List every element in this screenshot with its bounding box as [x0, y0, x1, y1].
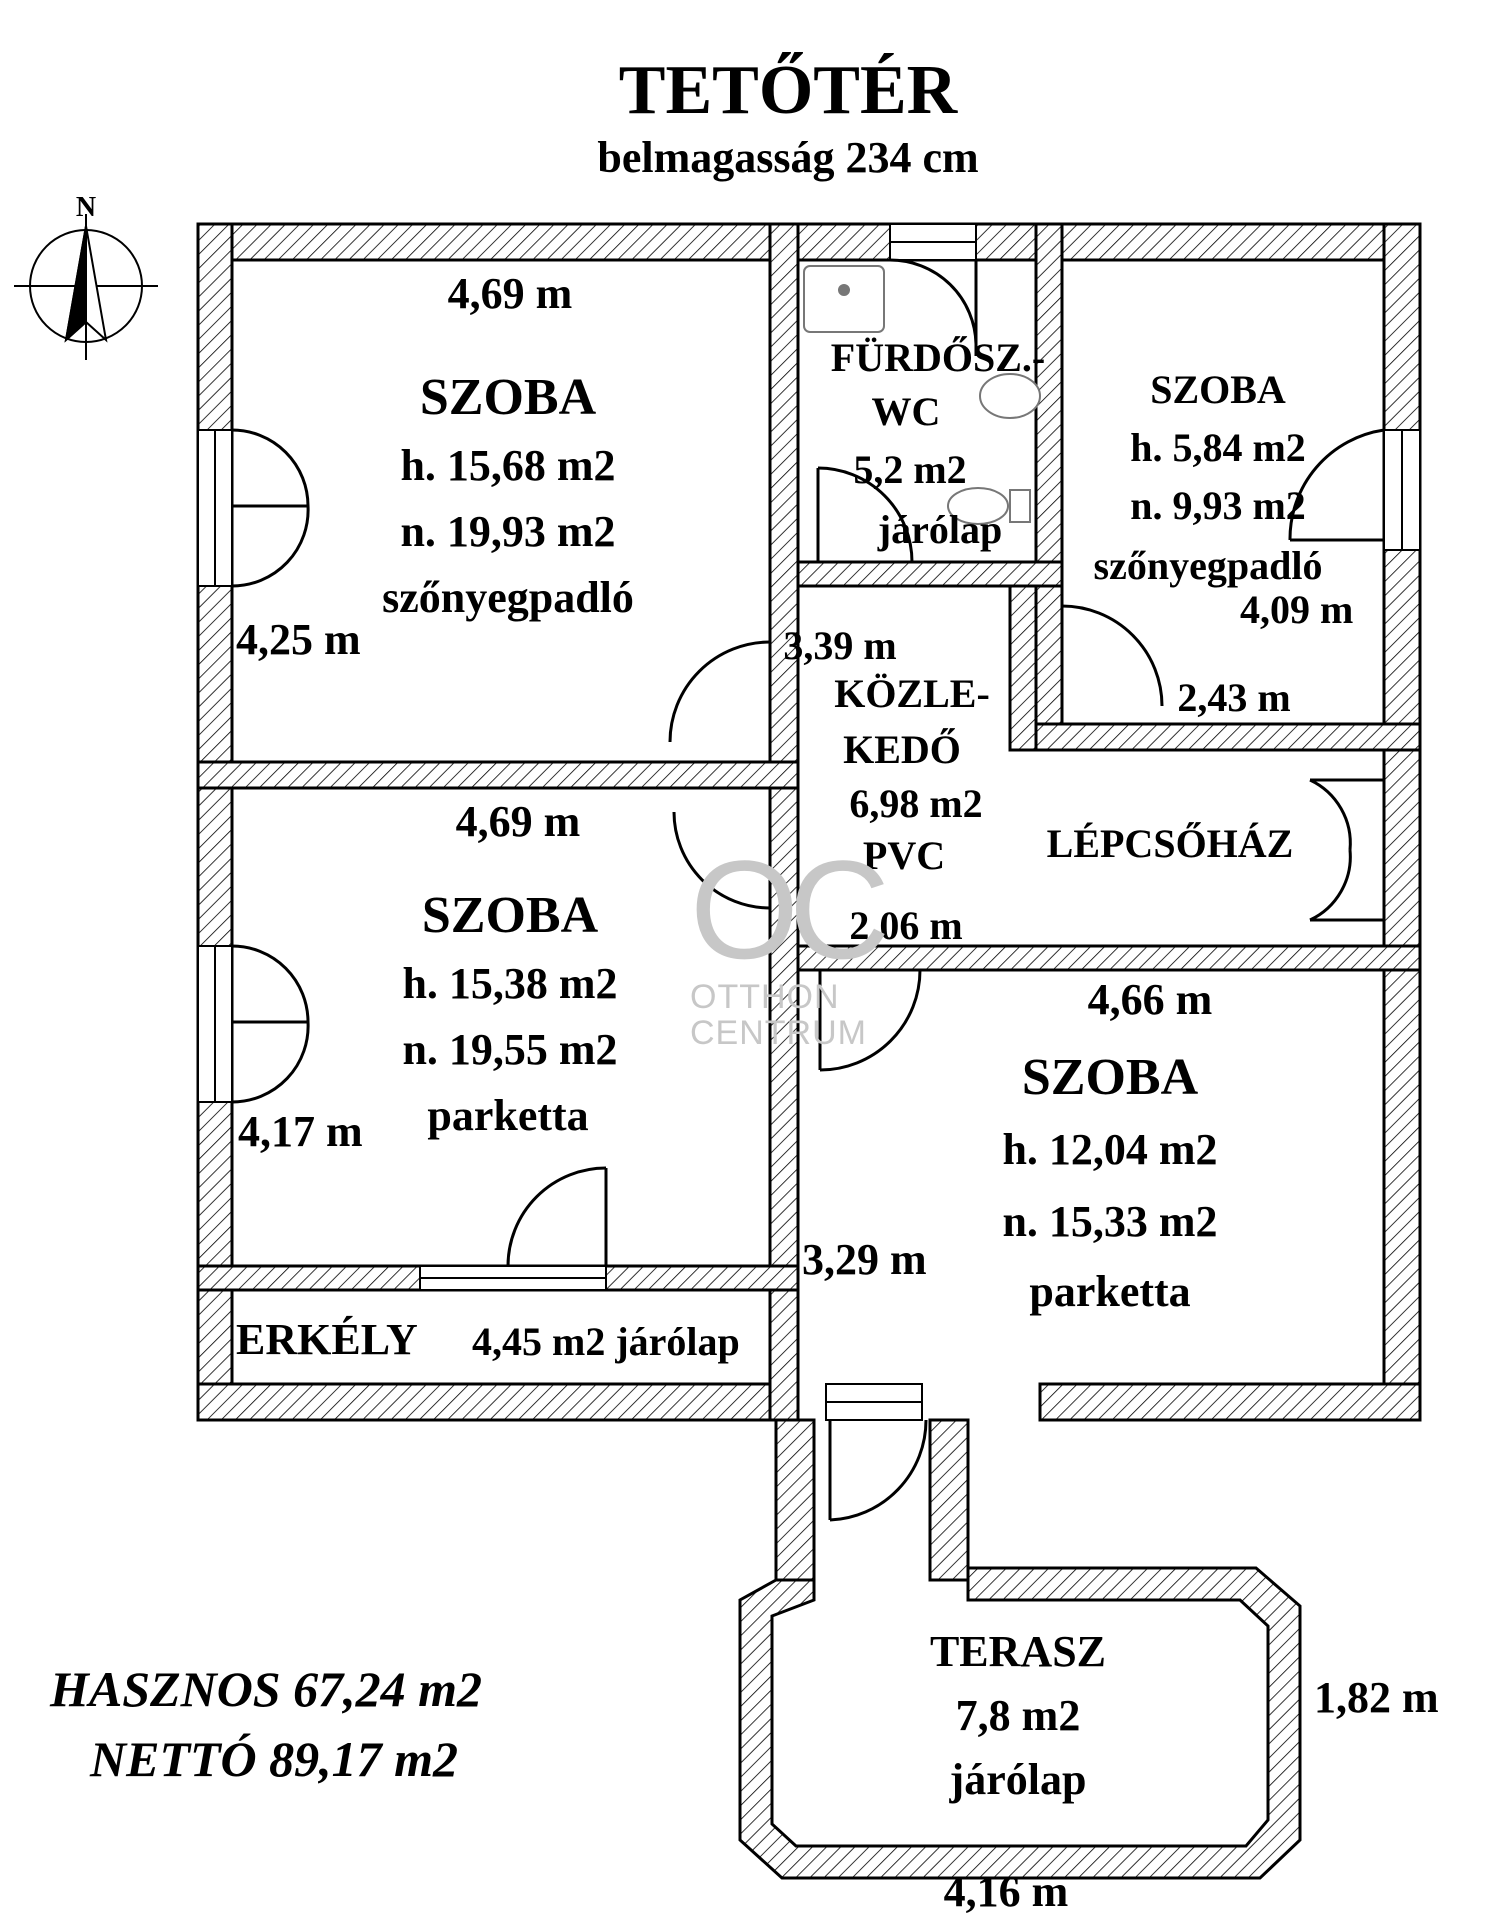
- room2-width: 2,43 m: [1177, 675, 1291, 720]
- room4-name: SZOBA: [1021, 1049, 1199, 1106]
- room3-depth: 4,17 m: [238, 1107, 363, 1156]
- balcony-info: 4,45 m2 járólap: [472, 1319, 740, 1364]
- terrace-width: 4,16 m: [943, 1867, 1069, 1916]
- corridor-area: 6,98 m2: [849, 781, 983, 826]
- corridor-floor: PVC: [862, 833, 946, 878]
- room4-width: 4,66 m: [1087, 975, 1213, 1024]
- bath-floor: járólap: [877, 507, 1003, 552]
- north-arrow-icon: [14, 214, 158, 360]
- logo-word-1: OTTHON: [690, 978, 840, 1016]
- room1-floor: szőnyegpadló: [382, 573, 634, 622]
- bath-area: 5,2 m2: [853, 447, 967, 492]
- room4-useful-area: h. 12,04 m2: [1002, 1125, 1218, 1174]
- corridor-depth: 3,39 m: [783, 623, 897, 668]
- room2-name: SZOBA: [1150, 367, 1286, 412]
- room3-floor: parketta: [427, 1091, 589, 1140]
- room1-net-area: n. 19,93 m2: [400, 507, 616, 556]
- windows: [197, 223, 1421, 1421]
- logo-word-2: CENTRUM: [690, 1013, 867, 1052]
- logo-mark: OC: [690, 831, 890, 988]
- walls: [196, 222, 1422, 1582]
- usable-area-total: HASZNOS 67,24 m2: [50, 1661, 483, 1717]
- room4-depth: 3,29 m: [802, 1235, 927, 1284]
- terrace-floor: járólap: [949, 1755, 1087, 1804]
- terrace-depth: 1,82 m: [1314, 1673, 1439, 1722]
- bathroom-fixtures: [803, 265, 1041, 525]
- compass-label: N: [75, 192, 97, 223]
- corridor-name-line2: KEDŐ: [843, 727, 961, 772]
- doors: [231, 258, 1385, 1522]
- terrace-area: 7,8 m2: [955, 1691, 1081, 1740]
- net-area-total: NETTÓ 89,17 m2: [90, 1731, 459, 1787]
- balcony-name: ERKÉLY: [236, 1315, 418, 1364]
- room2-depth: 4,09 m: [1240, 587, 1354, 632]
- room2-useful-area: h. 5,84 m2: [1130, 425, 1306, 470]
- room3-useful-area: h. 15,38 m2: [402, 959, 618, 1008]
- room3-net-area: n. 19,55 m2: [402, 1025, 618, 1074]
- room4-net-area: n. 15,33 m2: [1002, 1197, 1218, 1246]
- bath-name-line1: FÜRDŐSZ.-: [830, 335, 1046, 380]
- room3-width: 4,69 m: [455, 797, 581, 846]
- terrace-name: TERASZ: [929, 1627, 1107, 1676]
- corridor-name-line1: KÖZLE-: [834, 671, 990, 716]
- terrace-walls: [738, 1566, 1302, 1880]
- room1-width: 4,69 m: [447, 269, 573, 318]
- corridor-width: 2,06 m: [849, 903, 963, 948]
- room1-depth: 4,25 m: [236, 615, 361, 664]
- room4-floor: parketta: [1029, 1267, 1191, 1316]
- room2-floor: szőnyegpadló: [1093, 543, 1323, 588]
- room1-useful-area: h. 15,68 m2: [400, 441, 616, 490]
- room3-name: SZOBA: [421, 887, 599, 944]
- ceiling-height: belmagasság 234 cm: [597, 133, 979, 182]
- otthon-centrum-logo: OC OTTHON CENTRUM: [690, 831, 890, 1052]
- room1-name: SZOBA: [419, 369, 597, 426]
- staircase-name: LÉPCSŐHÁZ: [1046, 821, 1294, 866]
- bath-name-line2: WC: [871, 389, 941, 434]
- page-title: TETŐTÉR: [618, 52, 958, 129]
- room2-net-area: n. 9,93 m2: [1130, 483, 1306, 528]
